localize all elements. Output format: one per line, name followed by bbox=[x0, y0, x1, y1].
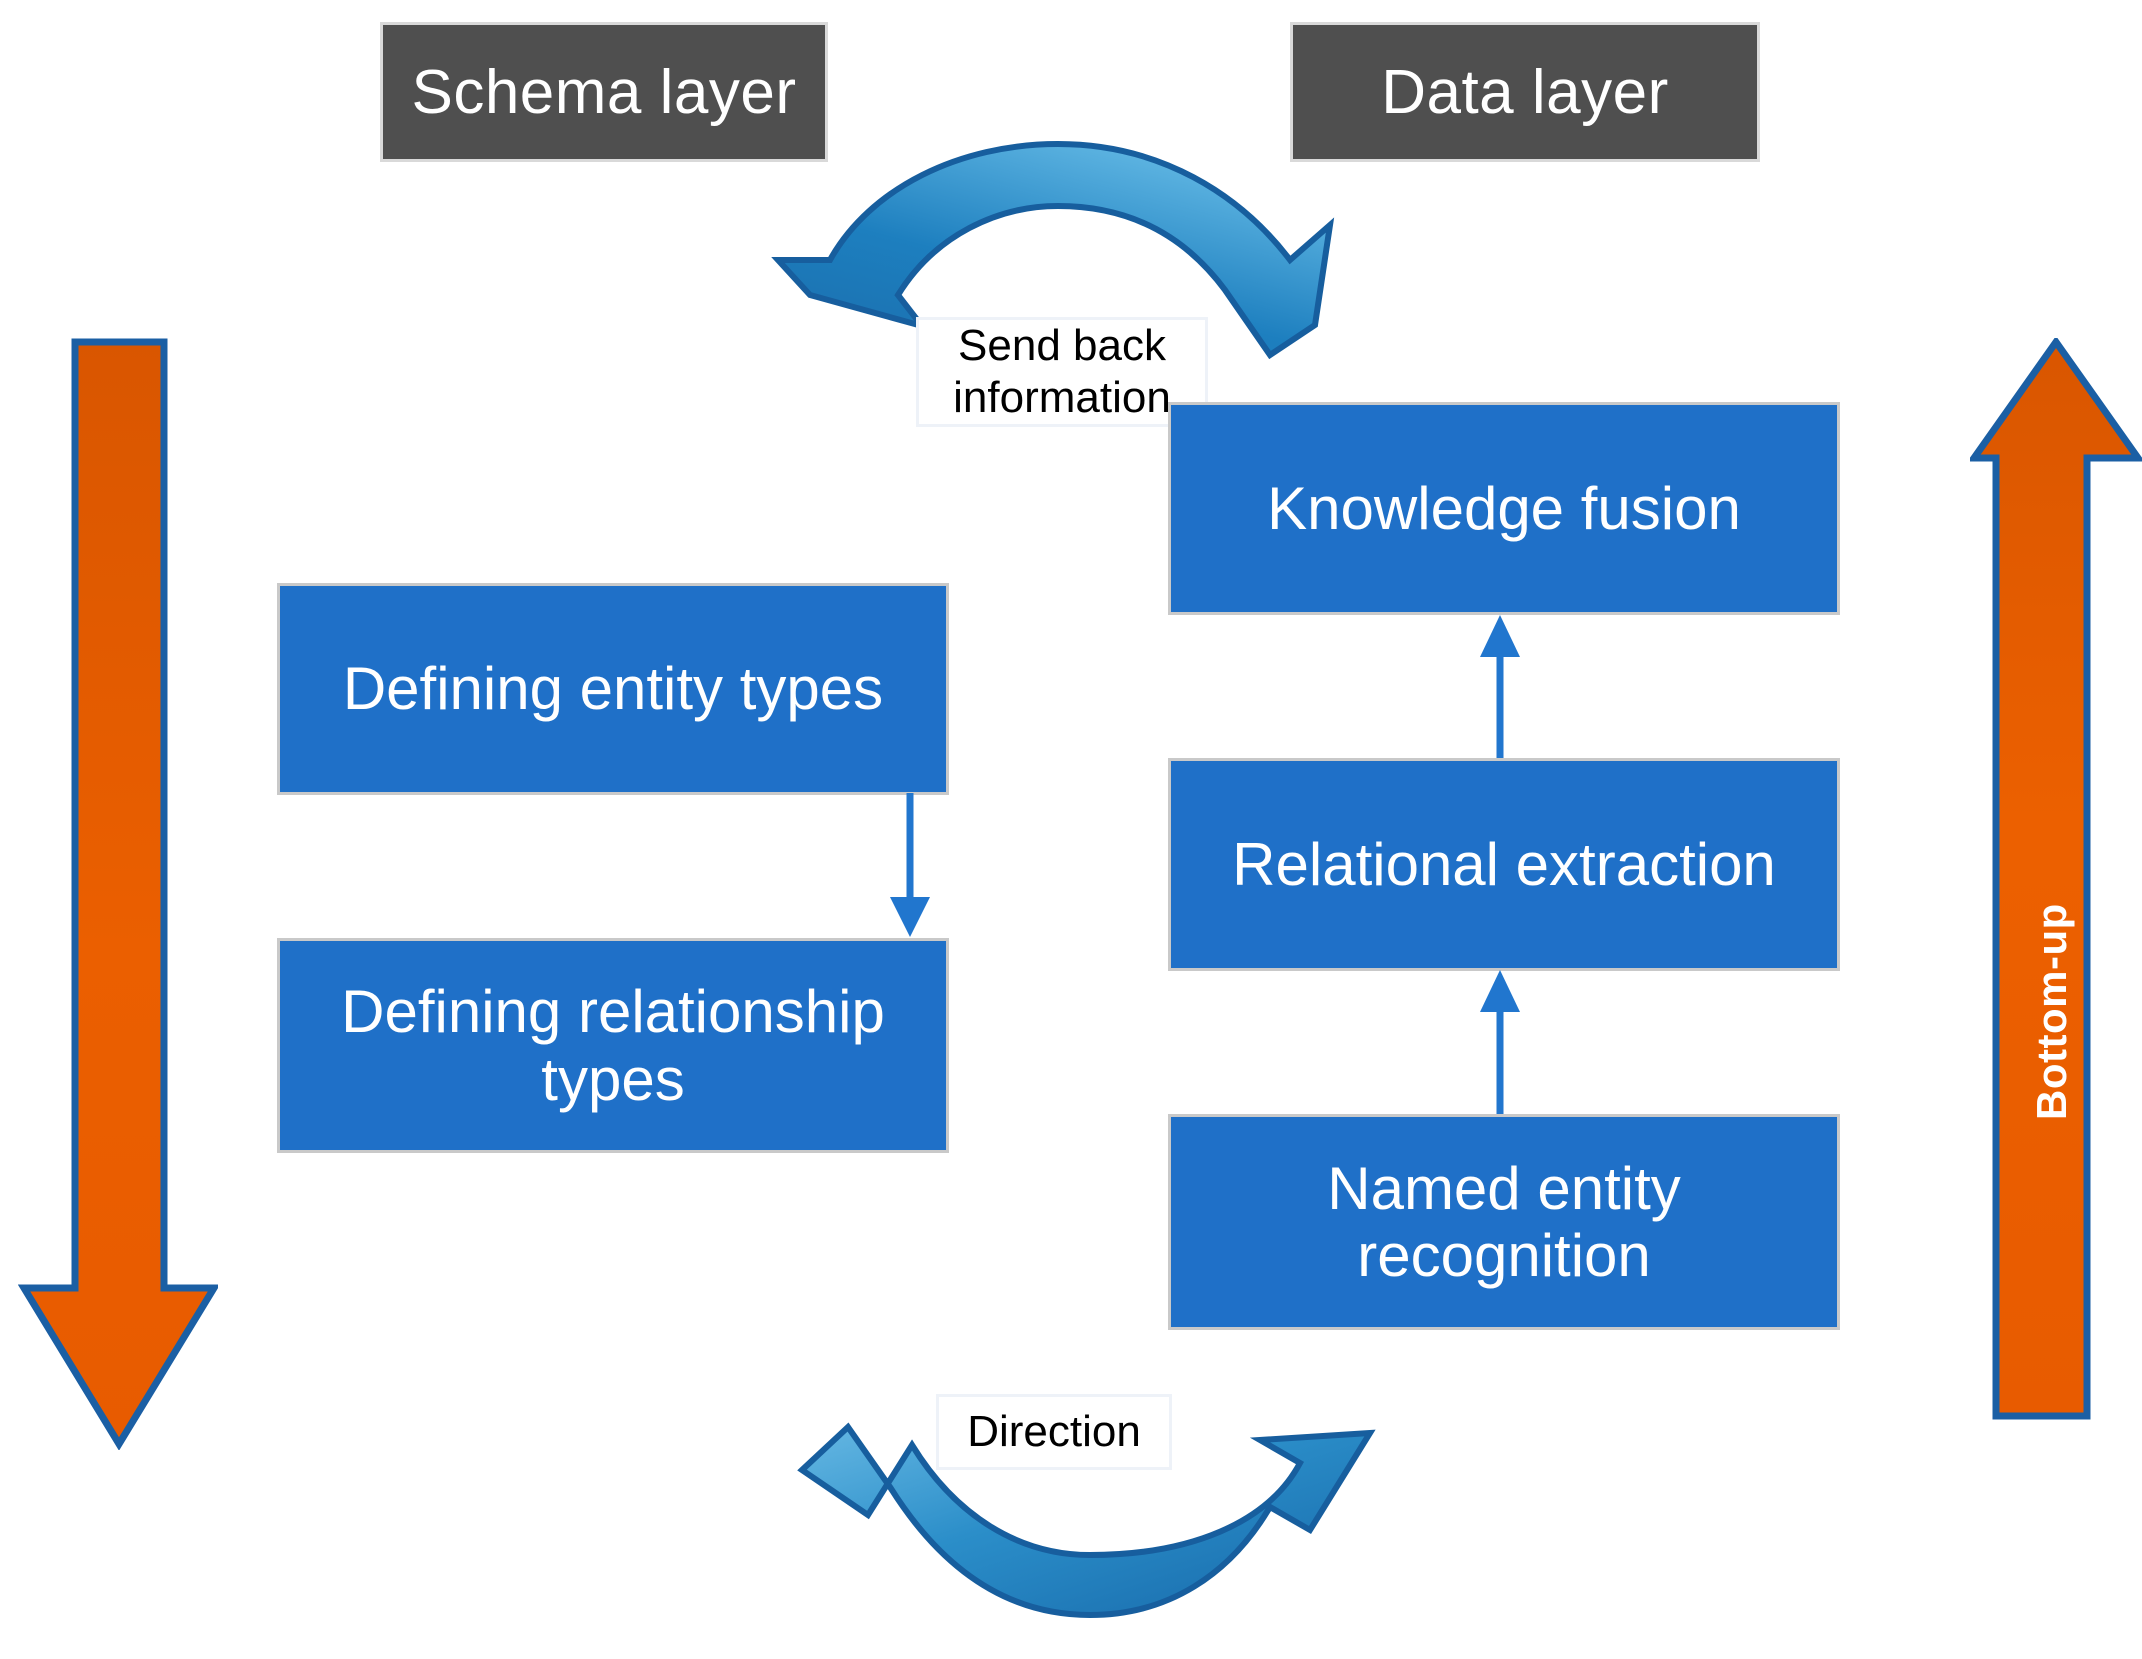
connector-arrowhead-down bbox=[890, 897, 930, 937]
box-relational-extraction[interactable]: Relational extraction bbox=[1168, 758, 1840, 971]
send-back-information-arrow-shape bbox=[771, 140, 1335, 360]
connector-arrowhead-up bbox=[1480, 615, 1520, 657]
bottom-up-arrow-shape bbox=[1970, 338, 2142, 1420]
schema-layer-header: Schema layer bbox=[380, 22, 828, 162]
direction-arrow-shape bbox=[797, 1422, 1376, 1619]
connector-entity-to-relationship bbox=[890, 793, 930, 937]
bottom-up-arrow-label: Bottom-up bbox=[2028, 903, 2075, 1120]
box-defining-relationship-types[interactable]: Defining relationship types bbox=[277, 938, 949, 1153]
top-down-arrow bbox=[18, 338, 218, 1450]
data-layer-header: Data layer bbox=[1290, 22, 1760, 162]
direction-arrow bbox=[797, 1422, 1376, 1619]
send-back-information-label: Send back information bbox=[916, 317, 1208, 427]
connector-relational-to-fusion bbox=[1480, 615, 1520, 761]
bottom-up-arrow bbox=[1970, 338, 2142, 1420]
top-down-arrow-shape bbox=[18, 338, 218, 1450]
send-back-information-arrow bbox=[771, 140, 1335, 360]
direction-label: Direction bbox=[936, 1394, 1172, 1470]
connector-arrowhead-up bbox=[1480, 970, 1520, 1012]
box-knowledge-fusion[interactable]: Knowledge fusion bbox=[1168, 402, 1840, 615]
box-defining-entity-types[interactable]: Defining entity types bbox=[277, 583, 949, 795]
box-named-entity-recognition[interactable]: Named entity recognition bbox=[1168, 1114, 1840, 1330]
connector-ner-to-relational bbox=[1480, 970, 1520, 1116]
